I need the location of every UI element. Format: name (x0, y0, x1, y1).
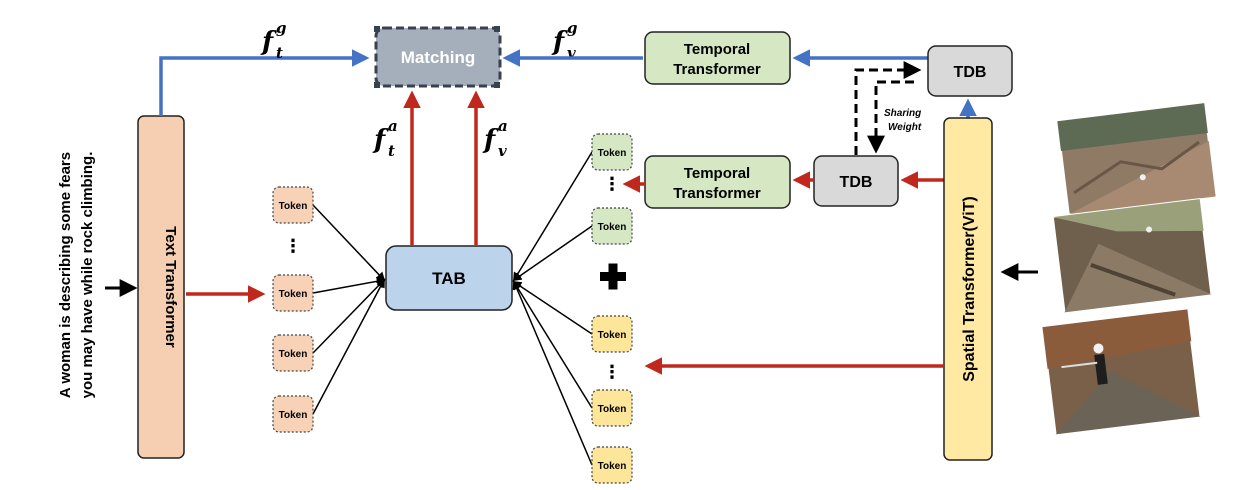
svg-text:Token: Token (598, 330, 627, 341)
patch-token: Token (591, 315, 633, 353)
frame-token: Token (591, 133, 633, 171)
temporal-mid-label-2: Transformer (673, 185, 761, 202)
frame-token-ellipsis: ⋮ (603, 174, 621, 194)
video-frame-3 (1041, 308, 1202, 436)
text-token: Token (272, 395, 314, 433)
svg-text:Token: Token (279, 289, 308, 300)
f-t-g-label: f t g (260, 19, 287, 62)
video-token-lines (512, 151, 593, 466)
matching-label: Matching (401, 48, 476, 67)
svg-text:a: a (388, 117, 398, 135)
sharing-weight-arrow-up (854, 61, 922, 155)
video-frame-2 (1051, 197, 1213, 314)
svg-text:f: f (482, 125, 499, 155)
caption-line-1: A woman is describing some fears (57, 152, 74, 398)
text-token-lines (312, 204, 386, 415)
patch-token-connector (512, 280, 593, 466)
svg-text:Token: Token (279, 410, 308, 421)
tdb-mid-block: TDB (813, 155, 899, 207)
text-token-connector (312, 278, 386, 354)
patch-token: Token (591, 446, 633, 484)
caption-line-2: you may have while rock climbing. (79, 152, 96, 399)
tdb-top-block: TDB (927, 45, 1013, 97)
matching-block: Matching (374, 26, 502, 88)
sharing-weight-label: Sharing Weight (884, 108, 922, 133)
tab-block: TAB (385, 245, 513, 311)
svg-text:f: f (260, 27, 277, 57)
video-frames (1041, 102, 1217, 436)
svg-text:Weight: Weight (888, 122, 922, 133)
frame-token-connector (512, 225, 593, 282)
temporal-top-label-1: Temporal (684, 41, 750, 58)
temporal-transformer-top: Temporal Transformer (644, 31, 791, 85)
svg-text:g: g (276, 19, 287, 37)
plus-icon (600, 263, 626, 290)
svg-text:Token: Token (598, 404, 627, 415)
svg-text:a: a (498, 117, 508, 135)
patch-token-connector (512, 281, 593, 335)
svg-text:Sharing: Sharing (884, 108, 921, 119)
text-transformer-label: Text Transformer (162, 226, 179, 348)
svg-text:t: t (276, 44, 283, 62)
text-transformer-block: Text Transformer (137, 115, 185, 459)
svg-text:Token: Token (279, 201, 308, 212)
tab-label: TAB (432, 269, 466, 288)
text-token-connector (312, 276, 386, 294)
text-token: Token (272, 186, 314, 224)
svg-text:g: g (567, 19, 578, 37)
temporal-mid-label-1: Temporal (684, 165, 750, 182)
svg-text:f: f (551, 27, 568, 57)
f-v-g-label: f v g (551, 19, 578, 62)
spatial-transformer-label: Spatial Transformer(ViT) (961, 196, 978, 382)
text-token-connector (312, 278, 385, 415)
tdb-mid-label: TDB (840, 174, 873, 191)
caption: A woman is describing some fears you may… (57, 152, 96, 399)
text-token: Token (272, 274, 314, 312)
text-token-connector (312, 204, 386, 282)
svg-text:t: t (388, 142, 395, 160)
svg-text:f: f (372, 125, 389, 155)
text-token-ellipsis: ⋮ (284, 236, 302, 256)
tdb-top-label: TDB (954, 64, 987, 81)
video-frame-1 (1056, 102, 1217, 216)
f-v-a-label: f v a (482, 117, 508, 160)
frame-token-connector (513, 151, 593, 282)
svg-text:v: v (567, 44, 576, 62)
text-token: Token (272, 334, 314, 372)
svg-text:v: v (498, 142, 507, 160)
text-global-arrow (159, 49, 370, 116)
spatial-transformer-block: Spatial Transformer(ViT) (943, 117, 993, 461)
svg-text:Token: Token (598, 148, 627, 159)
temporal-transformer-mid: Temporal Transformer (644, 155, 791, 209)
frame-token: Token (591, 207, 633, 245)
temporal-top-label-2: Transformer (673, 61, 761, 78)
patch-token-ellipsis: ⋮ (603, 362, 621, 382)
f-t-a-label: f t a (372, 117, 398, 160)
patch-token: Token (591, 389, 633, 427)
svg-text:Token: Token (598, 461, 627, 472)
svg-text:Token: Token (598, 222, 627, 233)
patch-token-connector (513, 280, 593, 409)
svg-text:Token: Token (279, 349, 308, 360)
